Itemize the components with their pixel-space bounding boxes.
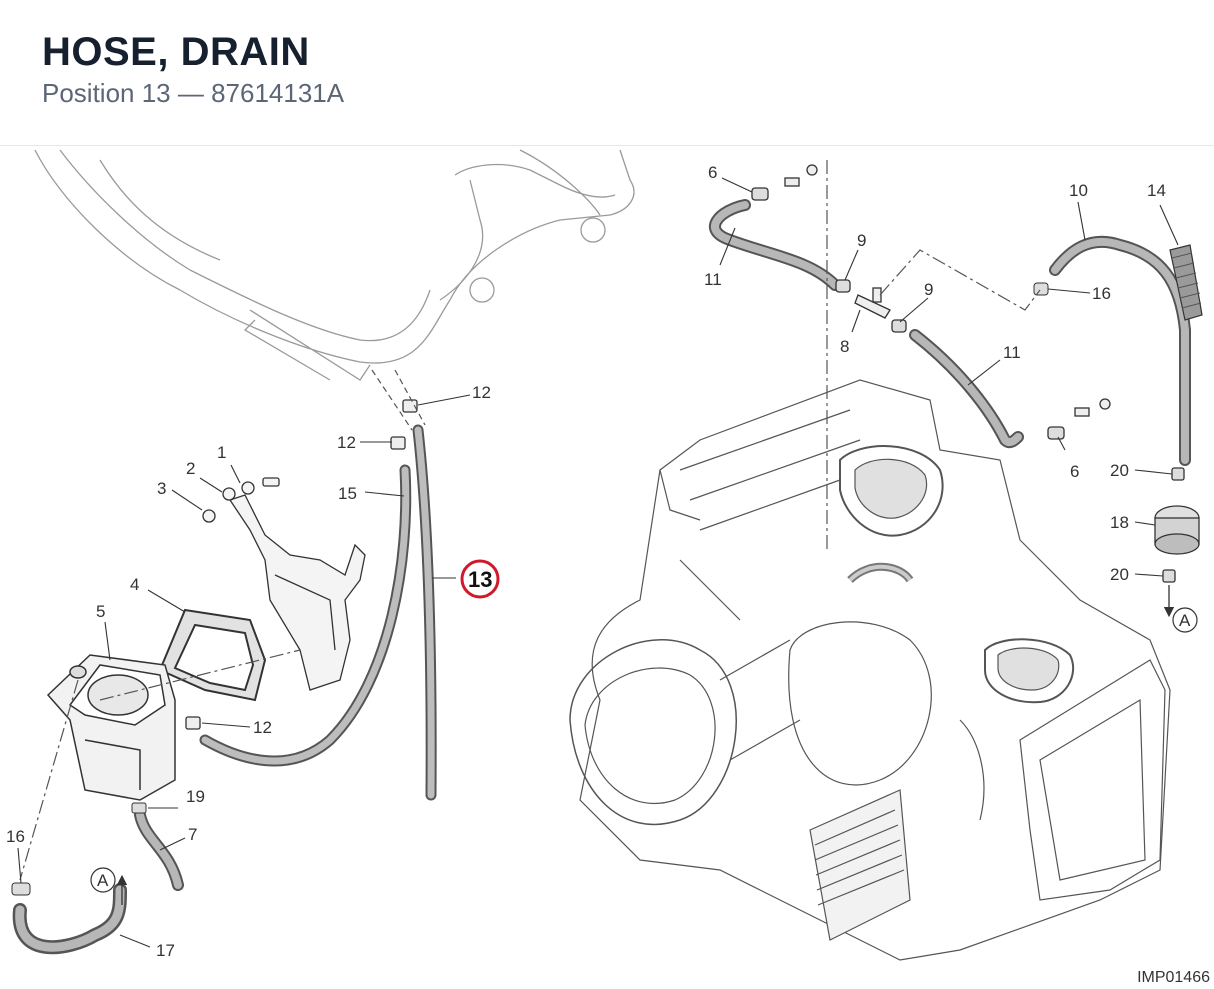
page-subtitle: Position 13 — 87614131A: [42, 78, 345, 108]
leader-lines: [17, 177, 1179, 948]
page-title: HOSE, DRAIN: [42, 30, 310, 74]
hose-11-lower: [909, 329, 1024, 449]
callout-11-upper: 11: [704, 270, 722, 289]
ref-a-left: A: [97, 871, 109, 890]
hose-13-drain: [412, 424, 437, 801]
callout-2: 2: [186, 459, 195, 478]
callout-11-lower: 11: [1003, 343, 1021, 362]
callout-labels: 1 2 3 4 5 6 6 7 8 9 9 10 11 11 12 12 12 …: [6, 163, 1198, 960]
hose-17: [12, 883, 127, 955]
callout-15: 15: [338, 484, 357, 503]
callout-9-left: 9: [857, 231, 866, 250]
callout-18: 18: [1110, 513, 1129, 532]
hose-15: [199, 464, 412, 767]
ref-a-right: A: [1179, 611, 1191, 630]
reference-lines: [826, 160, 1041, 550]
callout-12-low: 12: [253, 718, 272, 737]
callout-19: 19: [186, 787, 205, 806]
callout-16-left: 16: [6, 827, 25, 846]
hose-7: [134, 809, 184, 891]
callout-3: 3: [157, 479, 166, 498]
callout-5: 5: [96, 602, 105, 621]
clamp-12: [185, 399, 418, 730]
hose-11-upper: [709, 199, 841, 291]
callout-17: 17: [156, 941, 175, 960]
callout-6-upper: 6: [708, 163, 717, 182]
clamp-19: [131, 802, 147, 814]
header: HOSE, DRAIN Position 13 — 87614131A: [0, 0, 1214, 146]
clamp-6: [751, 187, 1065, 440]
callout-16-right: 16: [1092, 284, 1111, 303]
callout-14: 14: [1147, 181, 1166, 200]
callout-12-top: 12: [472, 383, 491, 402]
frame-4: [158, 608, 267, 702]
callout-13-highlight[interactable]: 13: [460, 559, 500, 599]
callout-20-lower: 20: [1110, 565, 1129, 584]
callout-13: 13: [468, 567, 492, 592]
callout-6-lower: 6: [1070, 462, 1079, 481]
bracket: [202, 477, 366, 691]
clamp-16-right: [1033, 282, 1049, 296]
callout-10: 10: [1069, 181, 1088, 200]
fitting-8: [854, 287, 891, 319]
callout-9-right: 9: [924, 280, 933, 299]
callout-20-upper: 20: [1110, 461, 1129, 480]
callout-4: 4: [130, 575, 139, 594]
callout-1: 1: [217, 443, 226, 462]
clamp-16: [11, 882, 31, 896]
callout-8: 8: [840, 337, 849, 356]
hose-14: [1169, 244, 1203, 321]
reservoir-5: [46, 654, 176, 801]
image-code: IMP01466: [1137, 969, 1210, 986]
valve-18: [1154, 467, 1200, 583]
tank-outline: [34, 149, 635, 381]
engine-outline: [569, 379, 1171, 961]
callout-12-mid: 12: [337, 433, 356, 452]
hose-10: [1049, 235, 1191, 466]
bolts-right: [784, 164, 1111, 417]
callout-7: 7: [188, 825, 197, 844]
clamp-9: [835, 279, 907, 333]
